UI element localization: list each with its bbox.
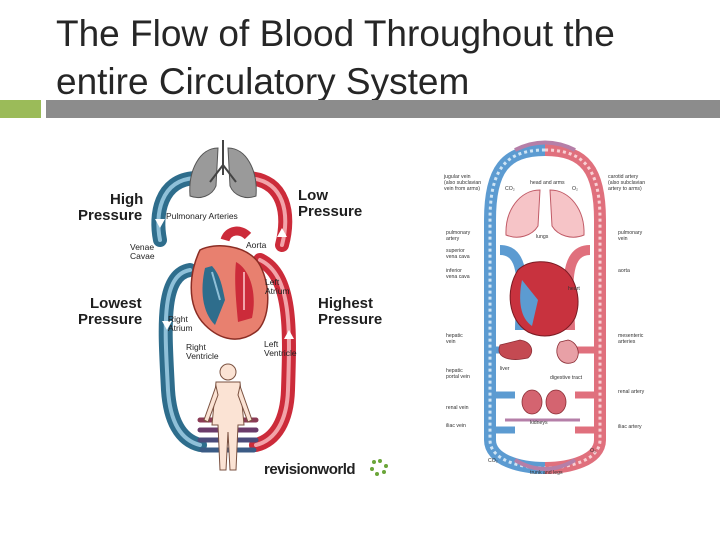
- left-vessels: [151, 171, 296, 453]
- title-accent-bar: [0, 100, 41, 118]
- label-hepatic-portal-vein-2: portal vein: [446, 374, 470, 380]
- flow-arrows: [155, 219, 294, 339]
- label-liver: liver: [500, 366, 510, 372]
- label-pulmonary-artery-2: artery: [446, 236, 460, 242]
- label-right-atrium-1: Right: [168, 314, 188, 324]
- label-right-ventricle-2: Ventricle: [186, 351, 219, 361]
- label-left-ventricle-2: Ventricle: [264, 348, 297, 358]
- label-carotid-artery-1: carotid artery: [608, 174, 639, 180]
- label-pulmonary-vein-2: vein: [618, 236, 628, 242]
- label-pulmonary-arteries: Pulmonary Arteries: [166, 211, 238, 221]
- label-co2-bottom: CO₂: [488, 458, 498, 464]
- lungs-illustration-right: [505, 189, 585, 238]
- label-pulmonary-vein-1: pulmonary: [618, 230, 643, 236]
- label-left-atrium-1: Left: [265, 277, 280, 287]
- label-mesenteric-arteries-1: mesenteric: [618, 333, 644, 339]
- human-figure-icon: [203, 363, 253, 471]
- label-lowest-pressure-1: Lowest: [90, 295, 142, 312]
- label-co2-top: CO₂: [505, 186, 515, 192]
- label-mesenteric-arteries-2: arteries: [618, 339, 636, 345]
- label-trunk-and-legs: trunk and legs: [530, 470, 563, 476]
- label-low-pressure-2: Pressure: [298, 203, 362, 220]
- label-kidneys: kidneys: [530, 420, 548, 426]
- label-highest-pressure-2: Pressure: [318, 311, 382, 328]
- label-high-pressure-1: High: [110, 191, 143, 208]
- label-venae-cavae-2: Cavae: [130, 251, 155, 261]
- label-venae-cavae-1: Venae: [130, 242, 154, 252]
- label-right-ventricle-1: Right: [186, 342, 206, 352]
- revisionworld-logo-text: revisionworld: [264, 461, 355, 478]
- heart-illustration-right: [509, 261, 579, 337]
- label-carotid-artery-2: (also subclavian: [608, 180, 645, 186]
- organ-illustrations: [498, 339, 580, 422]
- label-inferior-vena-cava-1: inferior: [446, 268, 462, 274]
- label-lungs: lungs: [536, 234, 549, 240]
- label-left-ventricle-1: Left: [264, 339, 279, 349]
- label-iliac-artery: iliac artery: [618, 424, 642, 430]
- label-low-pressure-1: Low: [298, 187, 328, 204]
- label-digestive-tract: digestive tract: [550, 375, 583, 381]
- label-highest-pressure-1: Highest: [318, 295, 373, 312]
- label-jugular-vein-3: vein from arms): [444, 186, 480, 192]
- label-jugular-vein-1: jugular vein: [443, 174, 471, 180]
- label-jugular-vein-2: (also subclavian: [444, 180, 481, 186]
- label-superior-vena-cava-1: superior: [446, 248, 465, 254]
- label-head-and-arms: head and arms: [530, 180, 565, 186]
- label-superior-vena-cava-2: vena cava: [446, 254, 470, 260]
- label-renal-vein: renal vein: [446, 405, 469, 411]
- label-aorta-right: aorta: [618, 268, 630, 274]
- label-renal-artery: renal artery: [618, 389, 645, 395]
- slide-title-line-1: The Flow of Blood Throughout the: [56, 13, 615, 54]
- label-aorta-left: Aorta: [246, 240, 267, 250]
- label-left-atrium-2: Atrium: [265, 286, 290, 296]
- slide-title: The Flow of Blood Throughout the entire …: [56, 10, 696, 106]
- label-iliac-vein: iliac vein: [446, 423, 466, 429]
- right-labels: jugular vein (also subclavian vein from …: [443, 174, 645, 476]
- lungs-illustration: [189, 140, 257, 199]
- label-right-atrium-2: Atrium: [168, 323, 193, 333]
- title-underline-bar: [46, 100, 720, 118]
- heart-illustration: [190, 226, 269, 340]
- label-o2-top: O₂: [572, 186, 578, 192]
- label-heart: heart: [568, 286, 580, 292]
- label-carotid-artery-3: artery to arms): [608, 186, 642, 192]
- label-pulmonary-artery-1: pulmonary: [446, 230, 471, 236]
- label-high-pressure-2: Pressure: [78, 207, 142, 224]
- revisionworld-logo-icon: [370, 459, 388, 476]
- label-hepatic-portal-vein-1: hepatic: [446, 368, 463, 374]
- label-hepatic-vein-1: hepatic: [446, 333, 463, 339]
- label-inferior-vena-cava-2: vena cava: [446, 274, 470, 280]
- label-o2-bottom: O₂: [590, 448, 596, 454]
- label-lowest-pressure-2: Pressure: [78, 311, 142, 328]
- slide-title-line-2: entire Circulatory System: [56, 61, 470, 102]
- label-hepatic-vein-2: vein: [446, 339, 456, 345]
